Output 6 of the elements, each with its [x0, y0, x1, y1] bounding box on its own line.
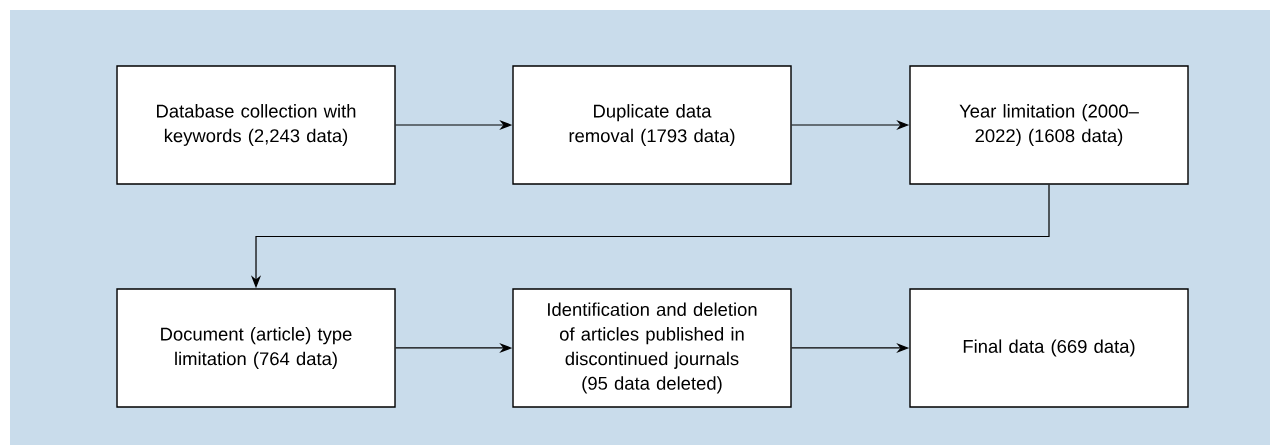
process-box: Year limitation (2000–2022) (1608 data) [909, 65, 1189, 185]
process-box: Database collection with keywords (2,243 data) [116, 65, 396, 185]
process-box: Duplicate data removal (1793 data) [512, 65, 792, 185]
process-box: Document (article) type limitation (764 data) [116, 288, 396, 408]
process-box: Final data (669 data) [909, 288, 1189, 408]
process-box: Identification and deletion of articles published in discontinued journals (95 data deleted) [512, 288, 792, 408]
